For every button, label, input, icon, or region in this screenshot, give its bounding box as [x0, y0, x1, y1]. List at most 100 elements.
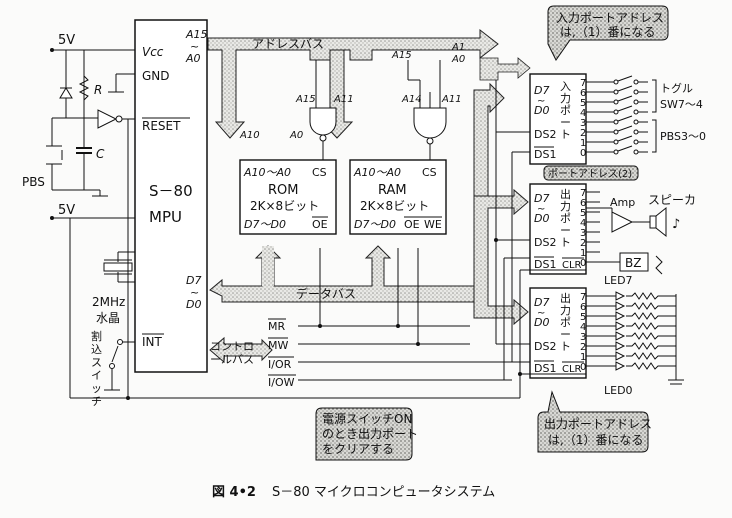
rom-chip — [239, 159, 337, 235]
port-pin-number: 4 — [580, 322, 586, 333]
port-pin-number: 2 — [580, 238, 586, 249]
data-bus-to-rom — [262, 246, 274, 286]
ram-we: WE — [424, 218, 442, 231]
ram-cs: CS — [422, 166, 437, 179]
switch-contact-icon — [613, 119, 619, 125]
rom-data: D7～D0 — [244, 218, 286, 231]
port-pin-number: 0 — [580, 258, 586, 269]
switch-contact-icon — [613, 89, 619, 95]
in-d7: D7 — [534, 84, 549, 97]
out1-tilde: ~ — [537, 204, 545, 215]
ctrl-mr-label: MR — [268, 320, 285, 333]
mpu-pin-gnd: GND — [142, 69, 170, 83]
port-pin-number: 0 — [580, 362, 586, 373]
in-name-1: 入 — [560, 80, 571, 93]
in-name-3: ポ — [560, 104, 571, 117]
led-icon — [615, 361, 626, 371]
port-pin-number: 3 — [580, 228, 586, 239]
bracket-toggle — [652, 79, 657, 113]
toggle-label-1: トグル — [660, 81, 693, 95]
out2-name-4: ー — [560, 328, 571, 341]
switch-lever-icon — [617, 145, 633, 152]
led-icon — [615, 331, 626, 341]
ctrl-iow-label: I/OW — [268, 376, 295, 389]
port-pin-number: 1 — [580, 138, 586, 149]
switch-contact-icon — [633, 139, 639, 145]
resistor-icon — [626, 292, 676, 300]
input-port-chip — [529, 73, 587, 165]
ram-gate-a11: A11 — [441, 94, 462, 105]
data-bus-to-ports — [473, 188, 529, 326]
resistor-icon — [626, 302, 676, 310]
callout-output-1: 出力ポートアドレス — [544, 417, 652, 431]
out1-clr: CLR — [562, 260, 582, 271]
callout-power-3: をクリアする — [322, 442, 394, 456]
mpu-pin-d-tilde: ~ — [190, 286, 199, 299]
mpu-pin-int: INT — [142, 335, 163, 349]
out2-clr: CLR — [562, 364, 582, 375]
output-port-1-chip — [529, 183, 587, 275]
mpu-pin-d7: D7 — [186, 274, 201, 287]
switch-contact-icon — [613, 79, 619, 85]
schmitt-inverter-icon — [97, 109, 118, 129]
int-switch-1: 割 — [91, 329, 102, 343]
capacitor-label: C — [96, 147, 105, 161]
led-icon — [615, 301, 626, 311]
caption-figure-number: 図 4•2 — [212, 485, 256, 500]
switch-contact-icon — [613, 99, 619, 105]
toggle-label-2: SW7～4 — [660, 98, 703, 111]
int-switch-6: チ — [91, 395, 102, 408]
ctrl-mw-label: MW — [268, 339, 288, 352]
resistor-icon — [626, 312, 676, 320]
callout-power-on: 電源スイッチON のとき出力ポート をクリアする — [315, 407, 418, 461]
ctrl-ior-label: I/OR — [268, 358, 292, 371]
rom-gate-a15: A15 — [295, 94, 316, 105]
ram-addr: A10～A0 — [353, 166, 401, 179]
mpu-pin-a-tilde: ~ — [190, 40, 199, 53]
callout-output-2: は,（1）番になる — [548, 433, 643, 447]
mpu-pin-d0: D0 — [186, 298, 201, 311]
mpu-name-1: S－80 — [149, 182, 193, 200]
out1-d7: D7 — [534, 192, 549, 205]
rom-cs: CS — [312, 166, 327, 179]
port-pin-number: 3 — [580, 118, 586, 129]
rom-size: 2K×8ビット — [250, 199, 319, 213]
crystal-icon — [103, 262, 133, 272]
rom-nand-gate-icon — [309, 107, 337, 136]
int-switch-4: イ — [91, 369, 102, 382]
rom-name: ROM — [268, 183, 298, 198]
speaker-label: スピーカ — [648, 193, 696, 207]
rom-oe: OE — [312, 218, 328, 231]
out1-name-3: ポ — [560, 212, 571, 225]
resistor-icon — [626, 322, 676, 330]
callout-input-2: は,（1）番になる — [560, 25, 655, 39]
addr-a1-label: A1 — [451, 42, 465, 53]
caption-title: S－80 マイクロコンピュータシステム — [272, 485, 495, 500]
data-bus-label: データバス — [296, 286, 356, 301]
rom-bus-a0: A0 — [289, 130, 303, 141]
callout-power-2: のとき出力ポート — [322, 427, 418, 441]
port-pin-number: 5 — [580, 98, 586, 109]
led-icon — [615, 321, 626, 331]
in-name-2: 力 — [560, 92, 571, 105]
led-icon — [615, 291, 626, 301]
port-pin-number: 7 — [580, 188, 586, 199]
out1-ds2: DS2 — [534, 236, 556, 249]
port-pin-number: 5 — [580, 208, 586, 219]
resistor-icon — [626, 332, 676, 340]
mpu-pin-a0: A0 — [185, 52, 201, 65]
resistor-icon — [626, 342, 676, 350]
control-bus-label-2: ールバス — [210, 353, 254, 366]
switch-contact-icon — [613, 149, 619, 155]
port-pin-number: 6 — [580, 198, 586, 209]
vcc-rail-label: 5V — [58, 33, 75, 48]
int-switch-5: ッ — [91, 382, 102, 395]
bracket-pbs — [652, 119, 657, 153]
in-name-4: ー — [560, 116, 571, 129]
buzzer-sound-icon — [655, 255, 663, 275]
port-pin-number: 2 — [580, 128, 586, 139]
led-icon — [615, 351, 626, 361]
ram-chip — [349, 159, 447, 235]
